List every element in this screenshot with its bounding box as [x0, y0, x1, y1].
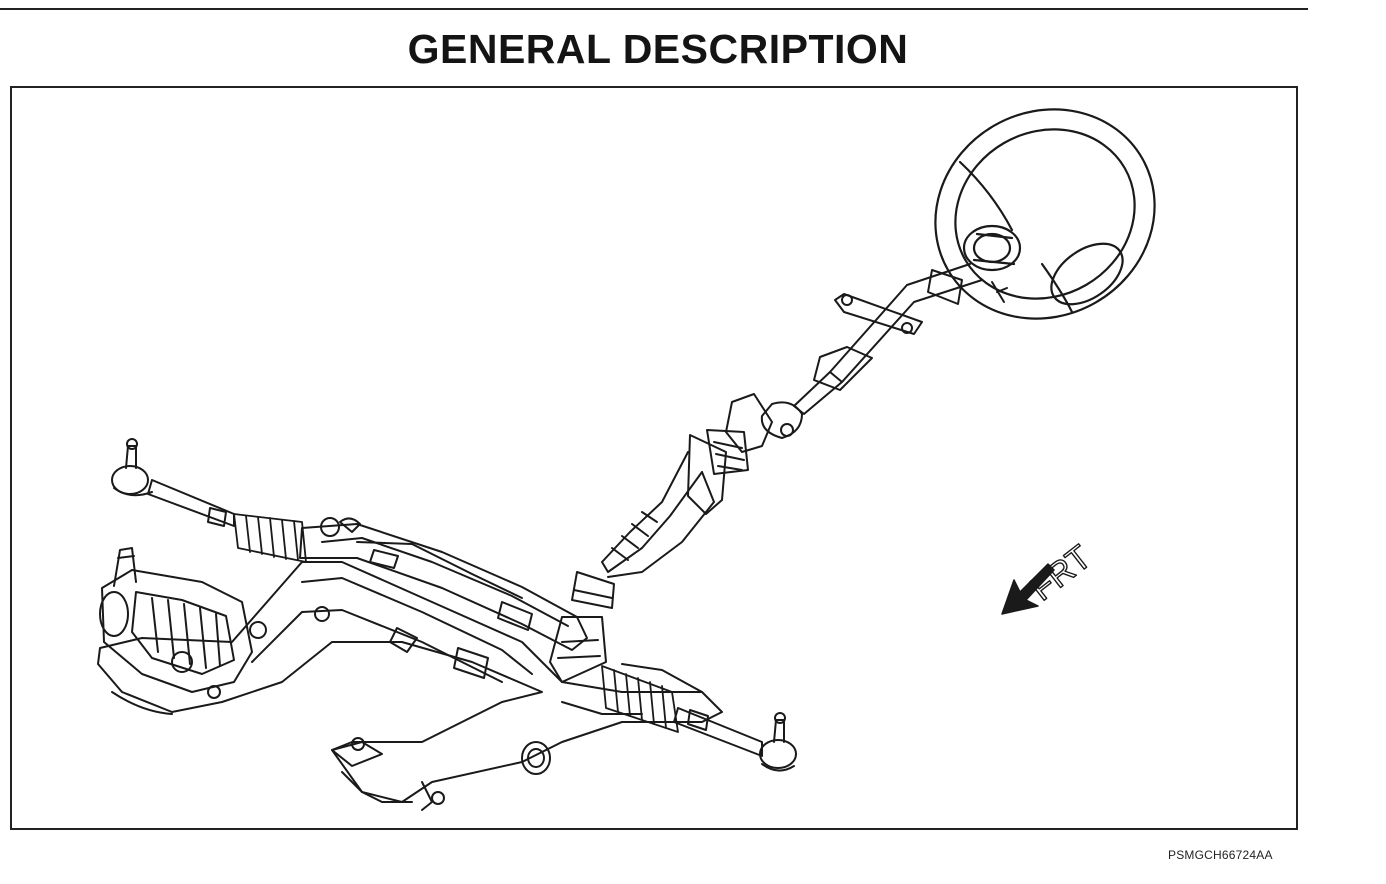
left-rack-boot — [233, 513, 307, 563]
subframe-crossmember — [97, 561, 723, 811]
intermediate-shaft — [571, 393, 773, 609]
right-tie-rod-end — [673, 707, 797, 772]
page-title: GENERAL DESCRIPTION — [407, 26, 909, 72]
power-steering-motor — [99, 547, 267, 715]
top-rule — [0, 8, 1308, 10]
frt-label: FRT — [1024, 538, 1099, 608]
steering-gear-rack — [299, 517, 607, 683]
figure-code: PSMGCH66724AA — [1168, 848, 1273, 862]
steering-column — [760, 263, 1008, 439]
steering-wheel — [934, 108, 1156, 320]
steering-system-illustration: FRT — [97, 108, 1156, 811]
frt-direction-arrow: FRT — [1001, 537, 1099, 615]
figure-frame: FRT — [10, 86, 1298, 830]
left-tie-rod-end — [111, 438, 235, 527]
